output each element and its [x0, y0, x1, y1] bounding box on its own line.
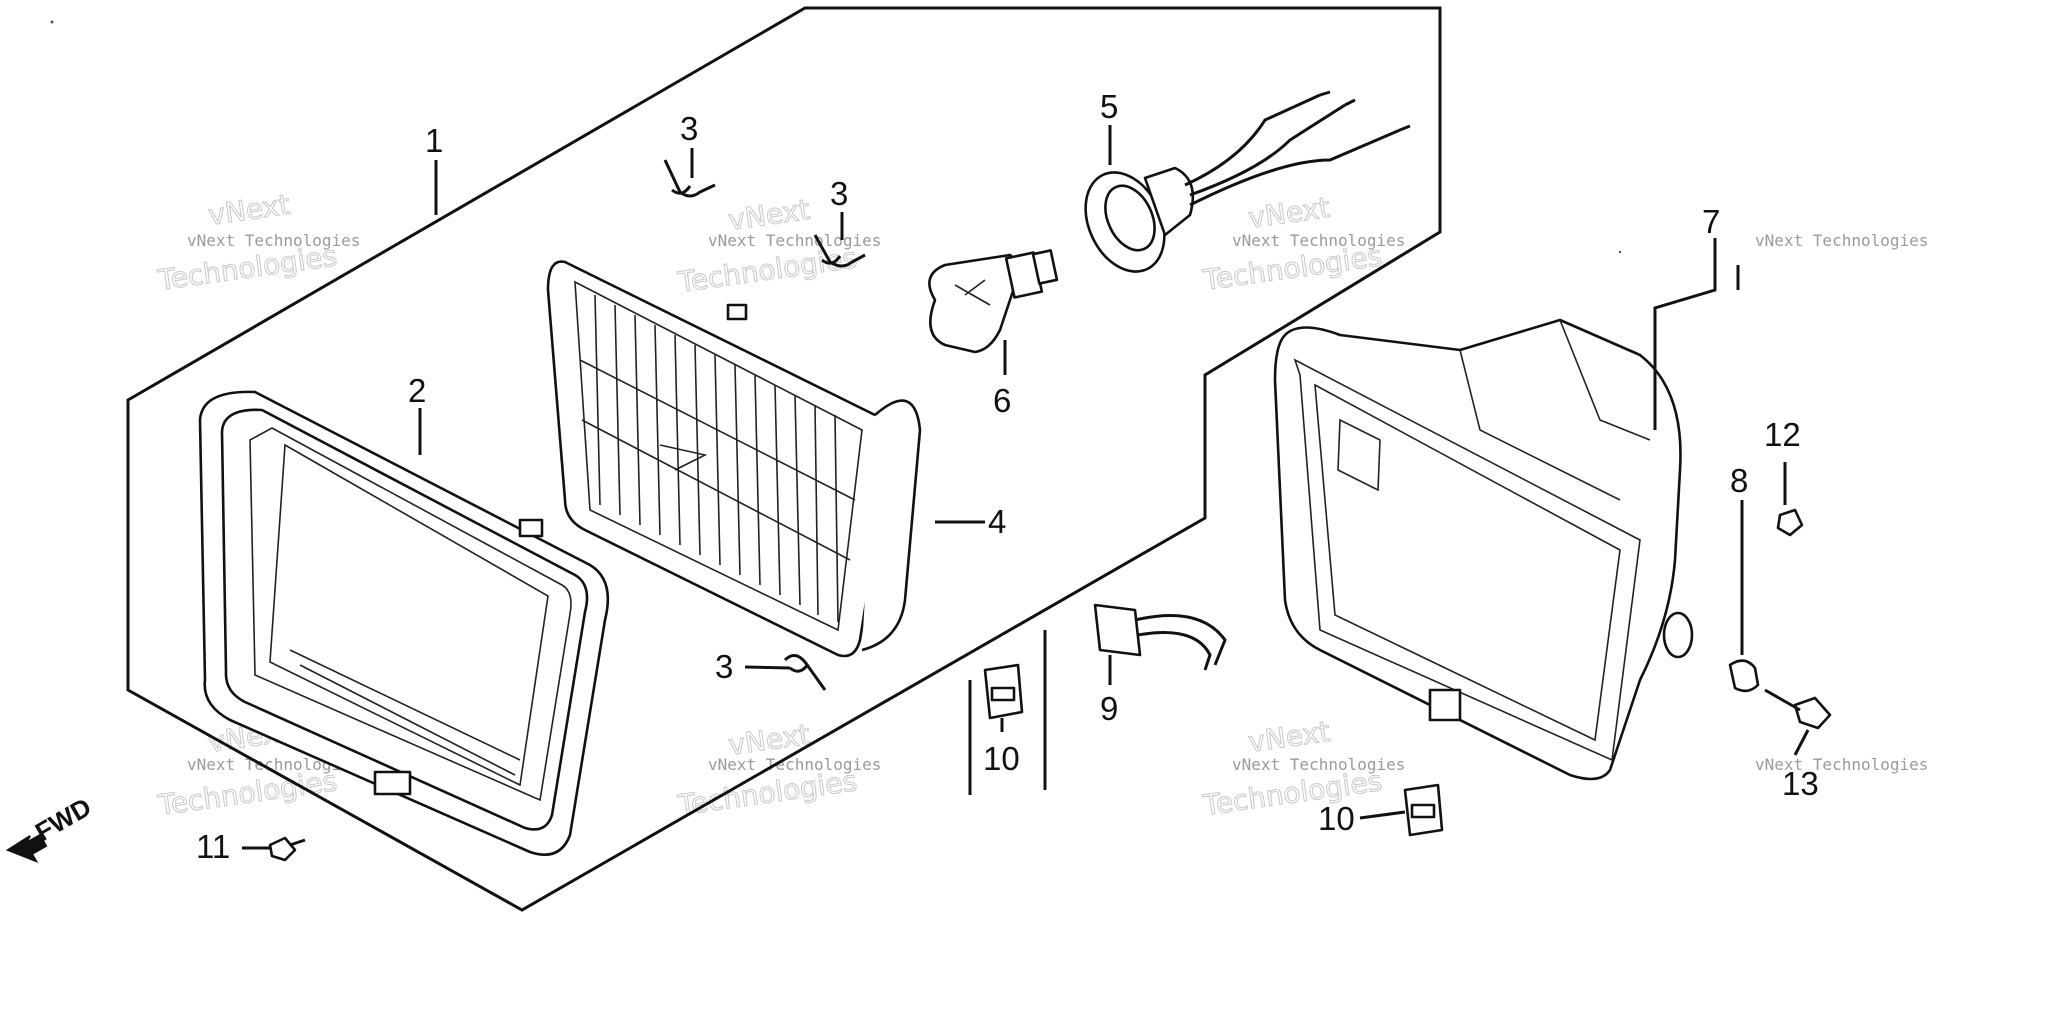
clip-10a	[983, 663, 1024, 720]
callout-6: 6	[993, 382, 1011, 419]
svg-text:vNext: vNext	[1246, 191, 1332, 235]
watermark-1: vNext vNext Technologies Technologies	[155, 187, 360, 297]
callout-7: 7	[1702, 203, 1720, 240]
svg-text:vNext: vNext	[206, 188, 292, 232]
callout-3b: 3	[830, 175, 848, 212]
watermark-4: vNext Technologies	[1755, 231, 1928, 250]
svg-text:vNext Technologies: vNext Technologies	[1755, 755, 1928, 774]
callout-10a: 10	[983, 740, 1020, 777]
svg-text:vNext: vNext	[1246, 715, 1332, 759]
assembly-boundary-outline	[126, 6, 1442, 912]
clip-10b	[1403, 783, 1444, 837]
callout-2: 2	[408, 372, 426, 409]
watermark-7: vNext vNext Technologies Technologies	[1200, 714, 1405, 822]
spring-clip-mid	[813, 234, 866, 268]
callout-10b: 10	[1318, 800, 1355, 837]
watermark-8: vNext Technologies	[1755, 755, 1928, 774]
wire-harness	[1093, 603, 1227, 671]
stray-dot-2	[1618, 250, 1622, 254]
headlight-case	[1273, 318, 1694, 781]
callout-8: 8	[1730, 462, 1748, 499]
clip-10a-bracket	[968, 630, 1047, 795]
callout-1: 1	[425, 122, 443, 159]
watermark-3: vNext vNext Technologies Technologies	[1200, 190, 1405, 297]
spring-clip-top	[663, 159, 716, 198]
headlight-rim	[198, 390, 610, 856]
callout-4: 4	[988, 503, 1006, 540]
svg-text:vNext Technologies: vNext Technologies	[1232, 231, 1405, 250]
callout-3c: 3	[715, 648, 733, 685]
svg-text:vNext Technologies: vNext Technologies	[708, 755, 881, 774]
nut-12	[1776, 508, 1804, 537]
spring-clip-bottom	[783, 654, 827, 691]
fwd-direction-marker: FWD	[5, 792, 96, 863]
fwd-arrow-icon	[5, 833, 48, 863]
svg-text:vNext Technologies: vNext Technologies	[187, 231, 360, 250]
stray-dot-1	[50, 20, 54, 24]
callout-9: 9	[1100, 690, 1118, 727]
watermark-6: vNext vNext Technologies Technologies	[675, 717, 881, 822]
screw-11	[268, 836, 306, 862]
headlight-bulb	[928, 249, 1059, 354]
svg-text:vNext Technologies: vNext Technologies	[1755, 231, 1928, 250]
svg-text:vNext Technologies: vNext Technologies	[187, 755, 360, 774]
svg-text:vNext Technologies: vNext Technologies	[708, 231, 881, 250]
svg-text:vNext Technologies: vNext Technologies	[1232, 755, 1405, 774]
callout-5: 5	[1100, 88, 1118, 125]
leader-lines	[242, 125, 1810, 850]
watermark-2: vNext vNext Technologies Technologies	[675, 192, 881, 299]
bolt-13	[1764, 688, 1832, 730]
bulb-socket	[1084, 90, 1411, 273]
callout-12: 12	[1764, 416, 1801, 453]
fwd-label: FWD	[30, 792, 96, 848]
callout-11: 11	[196, 828, 230, 865]
lens-pattern	[579, 294, 856, 623]
collar-8	[1728, 659, 1760, 693]
callout-13: 13	[1782, 765, 1819, 802]
sealed-beam-unit	[546, 260, 922, 658]
callout-3a: 3	[680, 110, 698, 147]
